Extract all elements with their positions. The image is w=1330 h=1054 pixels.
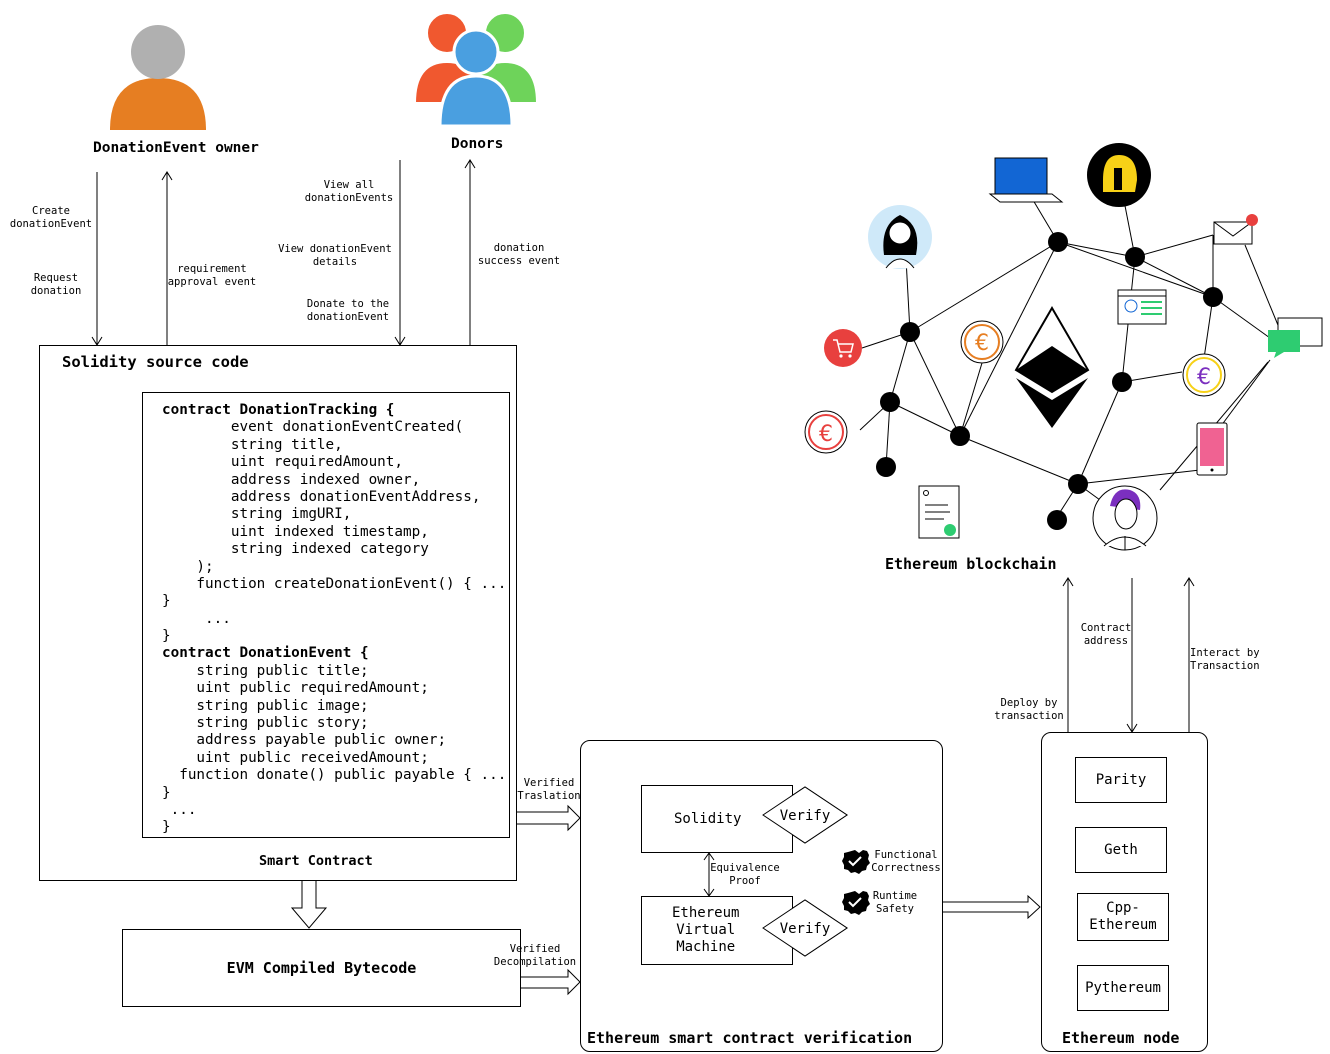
blockchain-title: Ethereum blockchain <box>885 555 1057 573</box>
ethereum-node-title: Ethereum node <box>1062 1029 1180 1047</box>
code-line: string public story; <box>162 715 369 732</box>
euro-coin-icon: € <box>804 410 848 454</box>
ethereum-node-panel <box>1041 732 1208 1052</box>
donation-success-flow-label: donation success event <box>477 242 561 267</box>
runtime-safety-label: Runtime Safety <box>872 890 918 915</box>
donors-label: Donors <box>451 136 504 152</box>
code-line: address indexed owner, <box>162 471 421 488</box>
client-label: Pythereum <box>1085 979 1161 996</box>
svg-text:€: € <box>1197 365 1211 390</box>
code-line: uint requiredAmount, <box>162 454 404 471</box>
evm-box-label: Ethereum Virtual Machine <box>672 905 740 955</box>
document-icon <box>918 485 960 539</box>
code-line: string public image; <box>162 697 369 714</box>
code-line: string title, <box>162 436 343 453</box>
code-line: contract DonationTracking { <box>162 402 395 418</box>
euro-coin-icon: € <box>1182 353 1226 397</box>
client-label: Parity <box>1095 771 1147 788</box>
code-line: ... <box>162 610 231 627</box>
code-line: event donationEventCreated( <box>162 419 464 436</box>
code-line: ); <box>162 558 214 575</box>
code-line: function createDonationEvent() { ... <box>162 575 507 592</box>
bytecode-label: EVM Compiled Bytecode <box>226 959 417 977</box>
code-panel <box>142 392 510 838</box>
code-line: function donate() public payable { ... <box>162 767 507 784</box>
view-details-flow-label: View donationEvent details <box>278 243 392 268</box>
interact-label: Interact by Transaction <box>1190 647 1260 672</box>
owner-avatar-icon <box>110 25 206 130</box>
code-line: } <box>162 784 171 801</box>
euro-coin-icon: € <box>960 320 1004 364</box>
phone-icon <box>1196 422 1228 476</box>
code-line: address donationEventAddress, <box>162 488 481 505</box>
check-icon <box>842 850 870 874</box>
mail-icon <box>1213 214 1258 245</box>
smart-contract-caption: Smart Contract <box>259 853 373 869</box>
code-line: uint indexed timestamp, <box>162 523 429 540</box>
network-nodes <box>876 232 1223 530</box>
ethereum-logo-icon <box>1014 306 1090 428</box>
code-listing: contract DonationTracking { event donati… <box>162 402 506 837</box>
browser-window-icon <box>1117 289 1167 325</box>
avatar-icon <box>1092 485 1158 551</box>
client-parity: Parity <box>1075 757 1167 803</box>
bytecode-panel: EVM Compiled Bytecode <box>122 929 521 1007</box>
code-line: uint public requiredAmount; <box>162 680 429 697</box>
client-pythereum: Pythereum <box>1077 965 1169 1011</box>
create-donation-flow-label: Create donationEvent <box>9 205 93 230</box>
code-line: address payable public owner; <box>162 732 447 749</box>
owner-label: DonationEvent owner <box>93 140 259 156</box>
view-all-flow-label: View all donationEvents <box>304 179 394 204</box>
code-line: string indexed category <box>162 541 429 558</box>
client-label: Cpp- Ethereum <box>1089 900 1157 933</box>
laptop-icon <box>988 157 1064 203</box>
chat-icon <box>1268 317 1323 358</box>
client-label: Geth <box>1104 841 1138 858</box>
donate-flow-label: Donate to the donationEvent <box>306 298 390 323</box>
cart-icon <box>824 329 862 367</box>
svg-text:€: € <box>975 331 989 356</box>
client-geth: Geth <box>1075 827 1167 873</box>
avatar-icon <box>1087 143 1151 207</box>
donors-group-icon <box>413 12 539 128</box>
verify-top-label: Verify <box>779 808 831 824</box>
code-line: } <box>162 819 171 836</box>
avatar-icon <box>868 205 932 269</box>
code-line: uint public receivedAmount; <box>162 749 429 766</box>
code-line: string public title; <box>162 662 369 679</box>
code-line: } <box>162 628 171 645</box>
verified-translation-label: Verified Traslation <box>517 777 581 802</box>
verification-panel <box>580 740 943 1052</box>
functional-correctness-label: Functional Correctness <box>871 849 941 874</box>
verification-title: Ethereum smart contract verification <box>587 1029 913 1047</box>
requirement-approval-flow-label: requirement approval event <box>167 263 257 288</box>
solidity-box-label: Solidity <box>674 810 742 827</box>
svg-text:€: € <box>819 422 833 447</box>
check-icon <box>842 891 870 915</box>
code-line: ... <box>162 801 197 818</box>
code-line: contract DonationEvent { <box>162 645 369 662</box>
verify-bottom-label: Verify <box>779 921 831 937</box>
deploy-label: Deploy by transaction <box>994 697 1064 722</box>
contract-address-label: Contract address <box>1080 622 1132 647</box>
request-donation-flow-label: Request donation <box>30 272 82 297</box>
verified-decompilation-label: Verified Decompilation <box>493 943 577 968</box>
code-line: string imgURI, <box>162 506 352 523</box>
code-line: } <box>162 593 171 610</box>
equivalence-proof-label: Equivalence Proof <box>710 862 780 887</box>
solidity-source-heading: Solidity source code <box>62 353 249 371</box>
client-cpp-ethereum: Cpp- Ethereum <box>1077 893 1169 941</box>
